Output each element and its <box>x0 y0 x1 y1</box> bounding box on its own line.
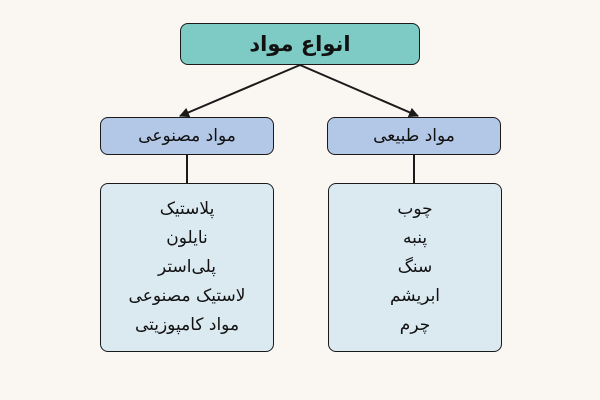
list-item: پلی‌استر <box>158 257 217 277</box>
list-item: نایلون <box>166 228 208 248</box>
list-item: مواد کامپوزیتی <box>134 315 240 335</box>
natural-materials-list: چوب پنبه سنگ ابریشم چرم <box>328 183 502 352</box>
synthetic-materials-list: پلاستیک نایلون پلی‌استر لاستیک مصنوعی مو… <box>100 183 274 352</box>
category-natural: مواد طبیعی <box>327 117 501 155</box>
list-item: سنگ <box>397 257 433 277</box>
root-label: انواع مواد <box>249 32 351 56</box>
list-item: پلاستیک <box>159 199 215 219</box>
list-item: چوب <box>397 199 433 219</box>
category-synthetic: مواد مصنوعی <box>100 117 274 155</box>
list-item: پنبه <box>402 228 428 248</box>
root-node: انواع مواد <box>180 23 420 65</box>
category-synthetic-label: مواد مصنوعی <box>138 126 236 146</box>
list-item: لاستیک مصنوعی <box>128 286 246 306</box>
arrow-to-natural <box>299 64 419 118</box>
list-item: چرم <box>399 315 431 335</box>
arrow-to-synthetic <box>179 64 301 118</box>
category-natural-label: مواد طبیعی <box>373 126 455 146</box>
list-item: ابریشم <box>389 286 441 306</box>
